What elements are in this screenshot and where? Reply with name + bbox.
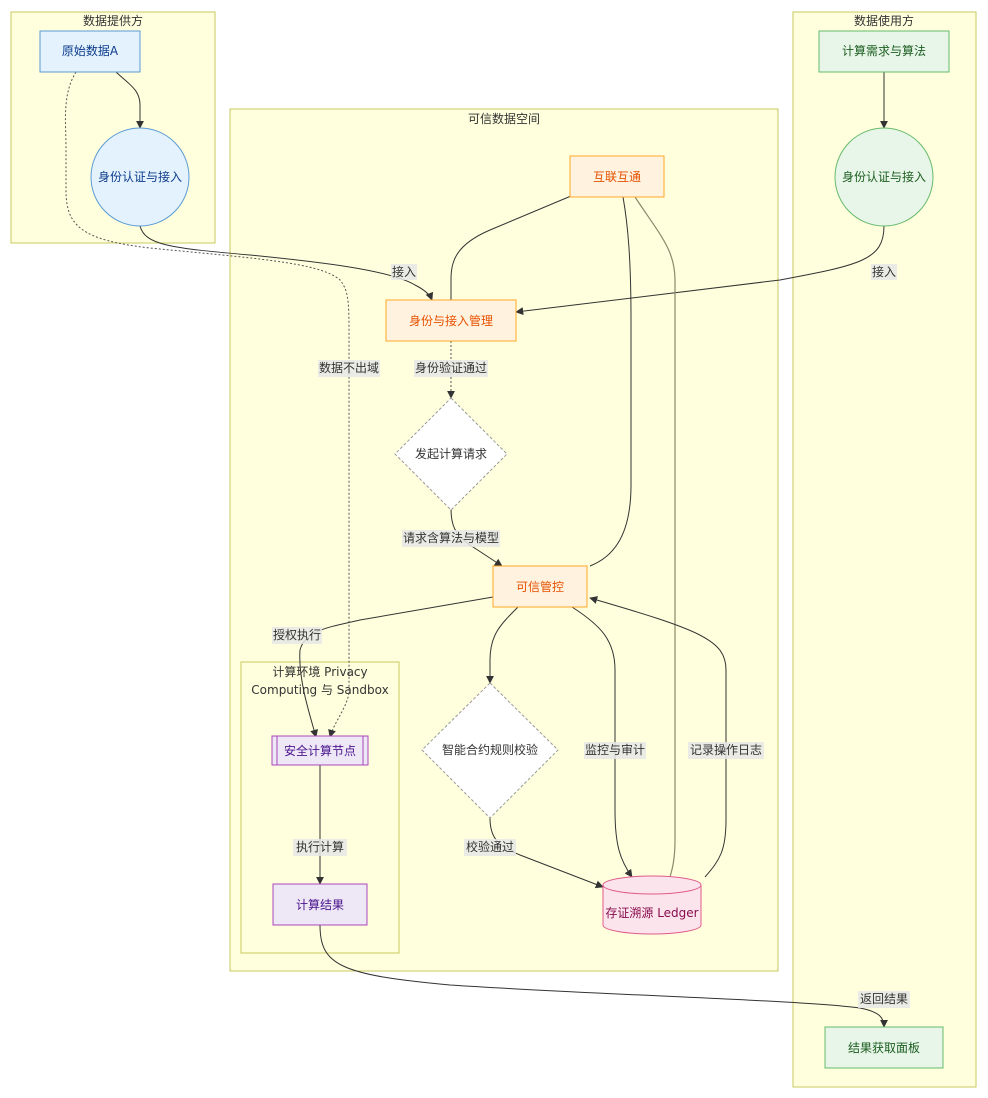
edge-authorized-exec (299, 596, 494, 738)
compute-result-box[interactable] (272, 883, 368, 926)
smart-contract-diamond[interactable] (421, 682, 559, 819)
cluster-title-compute-env-line2: Computing 与 Sandbox (251, 683, 388, 697)
raw-data-box[interactable] (39, 30, 141, 73)
node-compute-request[interactable]: 发起计算请求 (394, 397, 508, 511)
identity-mgmt-label: 身份与接入管理 (409, 313, 493, 328)
svg-text:返回结果: 返回结果 (860, 992, 908, 1006)
cluster-title-provider: 数据提供方 (83, 13, 143, 28)
label-execute-compute: 执行计算 (293, 839, 347, 856)
label-return-result: 返回结果 (858, 991, 910, 1008)
raw-data-label: 原始数据A (62, 43, 119, 58)
compute-request-label: 发起计算请求 (415, 446, 487, 461)
node-user-auth[interactable]: 身份认证与接入 (834, 127, 934, 227)
edge-raw-to-auth (115, 71, 144, 129)
compute-result-label: 计算结果 (296, 897, 344, 912)
secure-node-label: 安全计算节点 (284, 743, 356, 758)
label-authorized-exec: 授权执行 (272, 627, 322, 644)
interconnect-box[interactable] (569, 155, 665, 198)
ledger-cylinder-rim (602, 884, 702, 895)
provider-auth-label: 身份认证与接入 (98, 169, 182, 184)
trusted-control-box[interactable] (492, 565, 588, 608)
label-access-provider: 接入 (391, 264, 417, 280)
node-secure-node[interactable]: 安全计算节点 (271, 735, 369, 766)
edge-provider-access (139, 225, 434, 301)
edge-return-result (319, 924, 888, 1028)
user-demand-box[interactable] (818, 30, 950, 73)
edge-user-access (515, 225, 885, 316)
svg-text:接入: 接入 (872, 264, 896, 279)
provider-auth-circle[interactable] (90, 127, 190, 227)
cluster-title-user: 数据使用方 (854, 13, 914, 28)
label-request-with-algo: 请求含算法与模型 (402, 530, 500, 547)
secure-node-box[interactable] (271, 735, 369, 766)
result-panel-label: 结果获取面板 (848, 1041, 920, 1055)
edge-record-logs (589, 596, 727, 878)
user-auth-circle[interactable] (834, 127, 934, 227)
label-check-passed: 校验通过 (464, 839, 516, 856)
ledger-label: 存证溯源 Ledger (605, 905, 698, 920)
label-access-user: 接入 (871, 264, 897, 280)
label-identity-passed: 身份验证通过 (414, 360, 488, 377)
node-interconnect[interactable]: 互联互通 (569, 155, 665, 198)
node-raw-data[interactable]: 原始数据A (39, 30, 141, 73)
svg-text:记录操作日志: 记录操作日志 (690, 742, 762, 757)
svg-text:身份验证通过: 身份验证通过 (415, 360, 487, 375)
edge-interconnect-control (589, 196, 632, 567)
node-smart-contract[interactable]: 智能合约规则校验 (421, 682, 559, 819)
svg-text:数据不出域: 数据不出域 (319, 360, 379, 375)
label-data-stays: 数据不出域 (318, 360, 380, 377)
result-panel-box[interactable] (824, 1026, 944, 1069)
label-record-logs: 记录操作日志 (688, 742, 764, 759)
edge-labels: 接入 接入 数据不出域 身份验证通过 请求含算法与模型 授权执行 执行计算 校验… (272, 264, 910, 1008)
node-provider-auth[interactable]: 身份认证与接入 (90, 127, 190, 227)
edge-monitor-audit (571, 606, 633, 878)
svg-text:接入: 接入 (392, 264, 416, 279)
node-identity-mgmt[interactable]: 身份与接入管理 (385, 299, 517, 342)
interconnect-label: 互联互通 (593, 170, 641, 184)
node-user-demand[interactable]: 计算需求与算法 (818, 30, 950, 73)
ledger-cylinder[interactable] (602, 875, 702, 935)
user-demand-label: 计算需求与算法 (842, 43, 926, 58)
trusted-control-label: 可信管控 (516, 579, 564, 594)
svg-text:授权执行: 授权执行 (273, 627, 321, 642)
smart-contract-label: 智能合约规则校验 (442, 742, 538, 757)
svg-text:请求含算法与模型: 请求含算法与模型 (403, 530, 499, 545)
cluster-title-compute-env-line1: 计算环境 Privacy (272, 664, 367, 679)
edge-interconnect-ledger (634, 196, 676, 878)
edges (64, 71, 888, 1028)
node-compute-result[interactable]: 计算结果 (272, 883, 368, 926)
svg-text:执行计算: 执行计算 (296, 839, 344, 854)
node-result-panel[interactable]: 结果获取面板 (824, 1026, 944, 1069)
cluster-title-trusted-space: 可信数据空间 (468, 111, 540, 126)
svg-text:监控与审计: 监控与审计 (585, 742, 645, 757)
user-auth-label: 身份认证与接入 (842, 169, 926, 184)
node-ledger[interactable]: 存证溯源 Ledger (602, 875, 702, 935)
edge-control-to-contract (486, 606, 519, 684)
edge-data-stays-in-domain (64, 71, 350, 738)
node-trusted-control[interactable]: 可信管控 (492, 565, 588, 608)
label-monitor-audit: 监控与审计 (584, 742, 646, 759)
edge-interconnect-identity (450, 195, 572, 300)
svg-text:校验通过: 校验通过 (466, 839, 514, 854)
compute-request-diamond[interactable] (394, 397, 508, 511)
identity-mgmt-box[interactable] (385, 299, 517, 342)
